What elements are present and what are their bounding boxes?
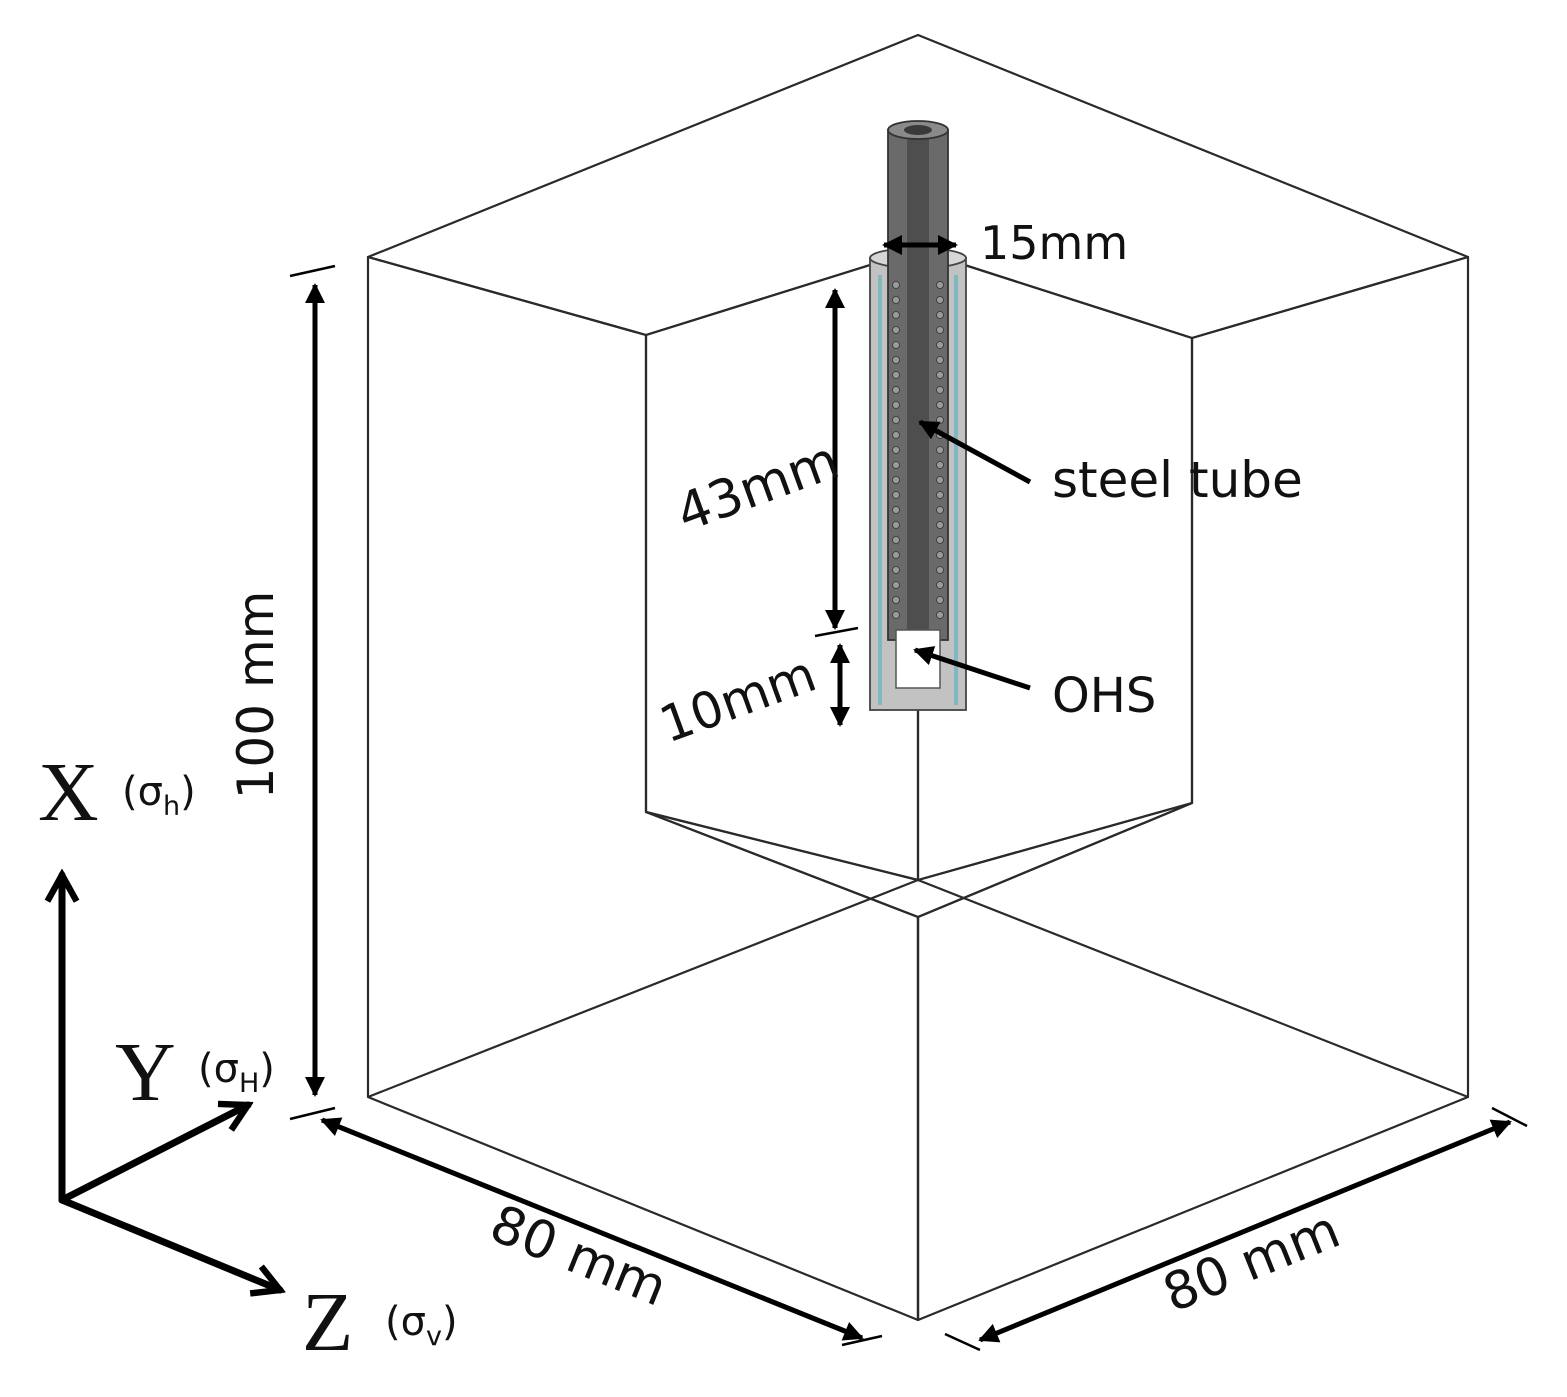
perforation-dot xyxy=(892,281,900,289)
perforation-dot xyxy=(892,401,900,409)
dim-80-left-arrow xyxy=(320,1117,864,1341)
dim-80-right-arrow xyxy=(978,1119,1512,1343)
perforation-dot xyxy=(892,476,900,484)
perforation-dot xyxy=(936,506,944,514)
perforation-dot xyxy=(936,446,944,454)
axis-x-stress: (σh) xyxy=(122,769,196,822)
perforation-dot xyxy=(892,341,900,349)
dim-100-tick-bottom xyxy=(289,1106,336,1121)
perforation-dot xyxy=(936,611,944,619)
perforation-dot xyxy=(892,296,900,304)
label-100mm: 100 mm xyxy=(227,591,285,800)
perforation-dot xyxy=(892,551,900,559)
label-steel-tube: steel tube xyxy=(1052,451,1303,509)
perforation-dot xyxy=(892,356,900,364)
coordinate-axes: X (σh) Y (σH) Z (σv) xyxy=(38,746,458,1369)
perforation-dot xyxy=(892,446,900,454)
perforation-dot xyxy=(892,596,900,604)
perforation-dot xyxy=(892,566,900,574)
label-ohs: OHS xyxy=(1052,668,1156,724)
perforation-dot xyxy=(936,416,944,424)
perforation-dot xyxy=(892,416,900,424)
axis-y-stress: (σH) xyxy=(198,1046,275,1099)
axis-z-letter: Z xyxy=(302,1276,353,1369)
label-80mm-right: 80 mm xyxy=(1155,1200,1348,1325)
perforation-dot xyxy=(892,431,900,439)
perforation-dot xyxy=(936,536,944,544)
dim-80-right-tick-left xyxy=(944,1332,981,1352)
perforation-dot xyxy=(936,281,944,289)
axis-y-letter: Y xyxy=(115,1026,176,1119)
borehole-assembly xyxy=(869,120,967,711)
perforation-dot xyxy=(936,371,944,379)
perforation-dot xyxy=(936,311,944,319)
axis-y-arrow xyxy=(58,1105,248,1204)
perforation-dot xyxy=(892,461,900,469)
perforation-dot xyxy=(936,326,944,334)
dim-100-tick-top xyxy=(289,264,336,278)
perforation-dot xyxy=(936,596,944,604)
perforation-dot xyxy=(936,401,944,409)
perforation-dot xyxy=(936,296,944,304)
axis-z-arrow xyxy=(58,1196,280,1290)
steel-tube-core xyxy=(907,130,929,640)
perforation-dot xyxy=(936,581,944,589)
perforation-dot xyxy=(936,461,944,469)
perforation-dot xyxy=(936,386,944,394)
steel-tube-bore xyxy=(904,125,932,135)
perforation-dot xyxy=(936,566,944,574)
perforation-dot xyxy=(892,521,900,529)
dimension-lines xyxy=(289,235,1528,1352)
perforation-dot xyxy=(892,581,900,589)
perforation-dot xyxy=(892,506,900,514)
perforation-dot xyxy=(936,491,944,499)
steel-tube-perforations xyxy=(892,281,944,619)
label-43mm: 43mm xyxy=(669,431,847,545)
back-edge-right xyxy=(917,878,1469,1099)
perforation-dot xyxy=(936,521,944,529)
dim-80-right-tick-right xyxy=(1491,1106,1528,1128)
perforation-dot xyxy=(892,371,900,379)
perforation-dot xyxy=(936,476,944,484)
axis-z-stress: (σv) xyxy=(385,1299,458,1352)
perforation-dot xyxy=(892,536,900,544)
dim-43-tick-bottom xyxy=(814,626,859,638)
dim-80-left-tick xyxy=(841,1334,883,1347)
perforation-dot xyxy=(936,551,944,559)
perforation-dot xyxy=(892,326,900,334)
perforation-dot xyxy=(892,311,900,319)
perforation-dot xyxy=(892,611,900,619)
open-hole-section xyxy=(895,629,941,689)
axis-x-letter: X xyxy=(38,746,99,839)
cutout-floor xyxy=(644,801,1194,919)
perforation-dot xyxy=(936,341,944,349)
label-10mm: 10mm xyxy=(652,645,823,755)
ohs-leader xyxy=(913,646,1031,691)
label-15mm: 15mm xyxy=(980,216,1128,270)
perforation-dot xyxy=(892,491,900,499)
perforation-dot xyxy=(892,386,900,394)
back-edge-left xyxy=(367,878,919,1099)
cube-block xyxy=(366,33,1470,1322)
perforation-dot xyxy=(936,356,944,364)
label-80mm-left: 80 mm xyxy=(482,1194,675,1319)
steel-tube-leader xyxy=(918,419,1032,485)
